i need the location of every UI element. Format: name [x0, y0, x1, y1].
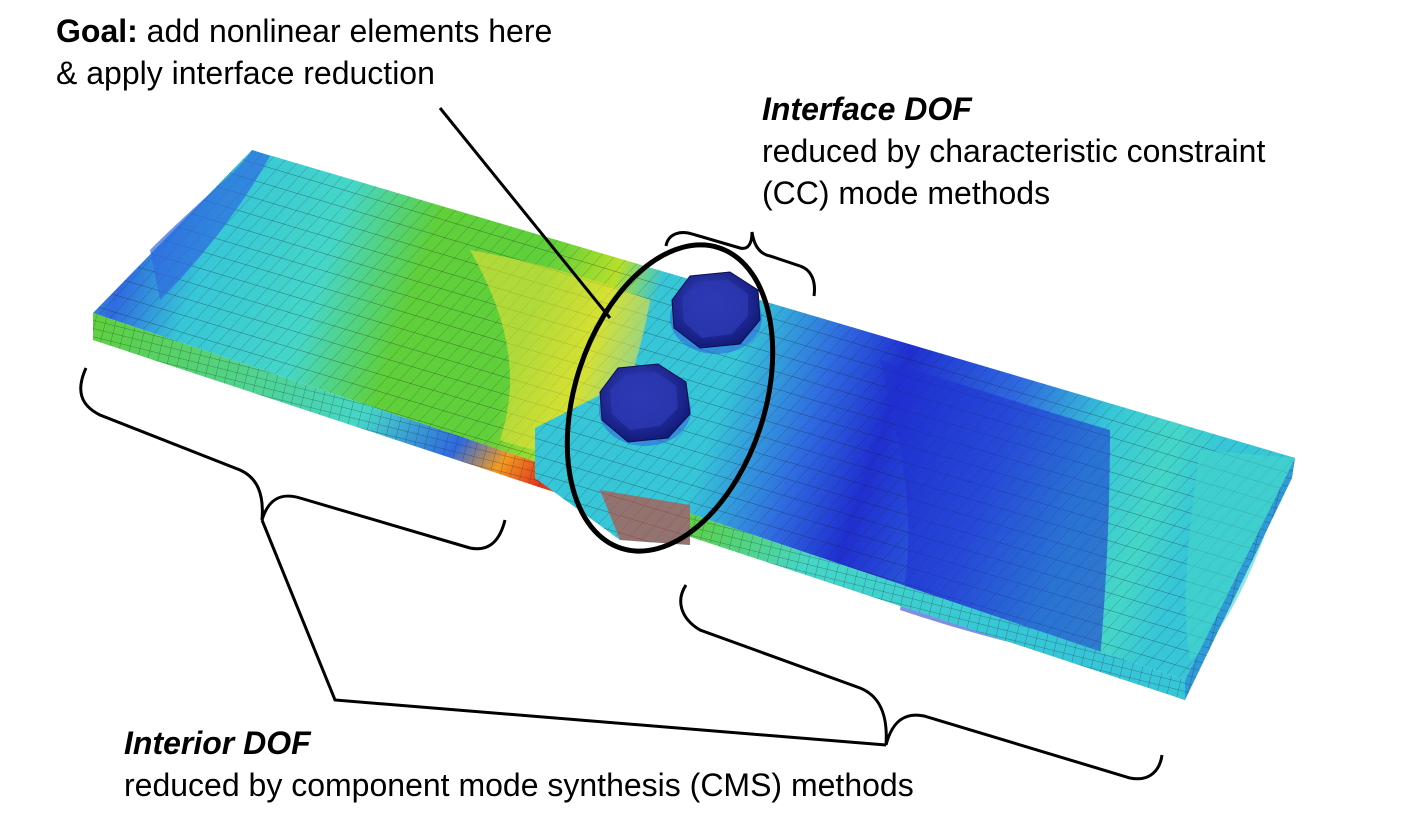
interior-title: Interior DOF [124, 722, 914, 764]
goal-bold-label: Goal: [56, 13, 138, 49]
interface-line-1: reduced by characteristic constraint [762, 130, 1265, 172]
goal-line-1-text: add nonlinear elements here [138, 13, 553, 49]
interface-title: Interface DOF [762, 88, 1265, 130]
interface-line-2: (CC) mode methods [762, 172, 1265, 214]
plate-top-mesh [93, 150, 1295, 680]
goal-line-1: Goal: add nonlinear elements here [56, 10, 552, 52]
goal-line-2: & apply interface reduction [56, 52, 552, 94]
interior-annotation: Interior DOF reduced by component mode s… [124, 722, 914, 806]
teal-region-far-right [1186, 450, 1295, 660]
bolt-upper [670, 272, 762, 354]
goal-annotation: Goal: add nonlinear elements here & appl… [56, 10, 552, 94]
bolt-lower [599, 364, 691, 446]
interface-annotation: Interface DOF reduced by characteristic … [762, 88, 1265, 214]
interior-line-1: reduced by component mode synthesis (CMS… [124, 764, 914, 806]
